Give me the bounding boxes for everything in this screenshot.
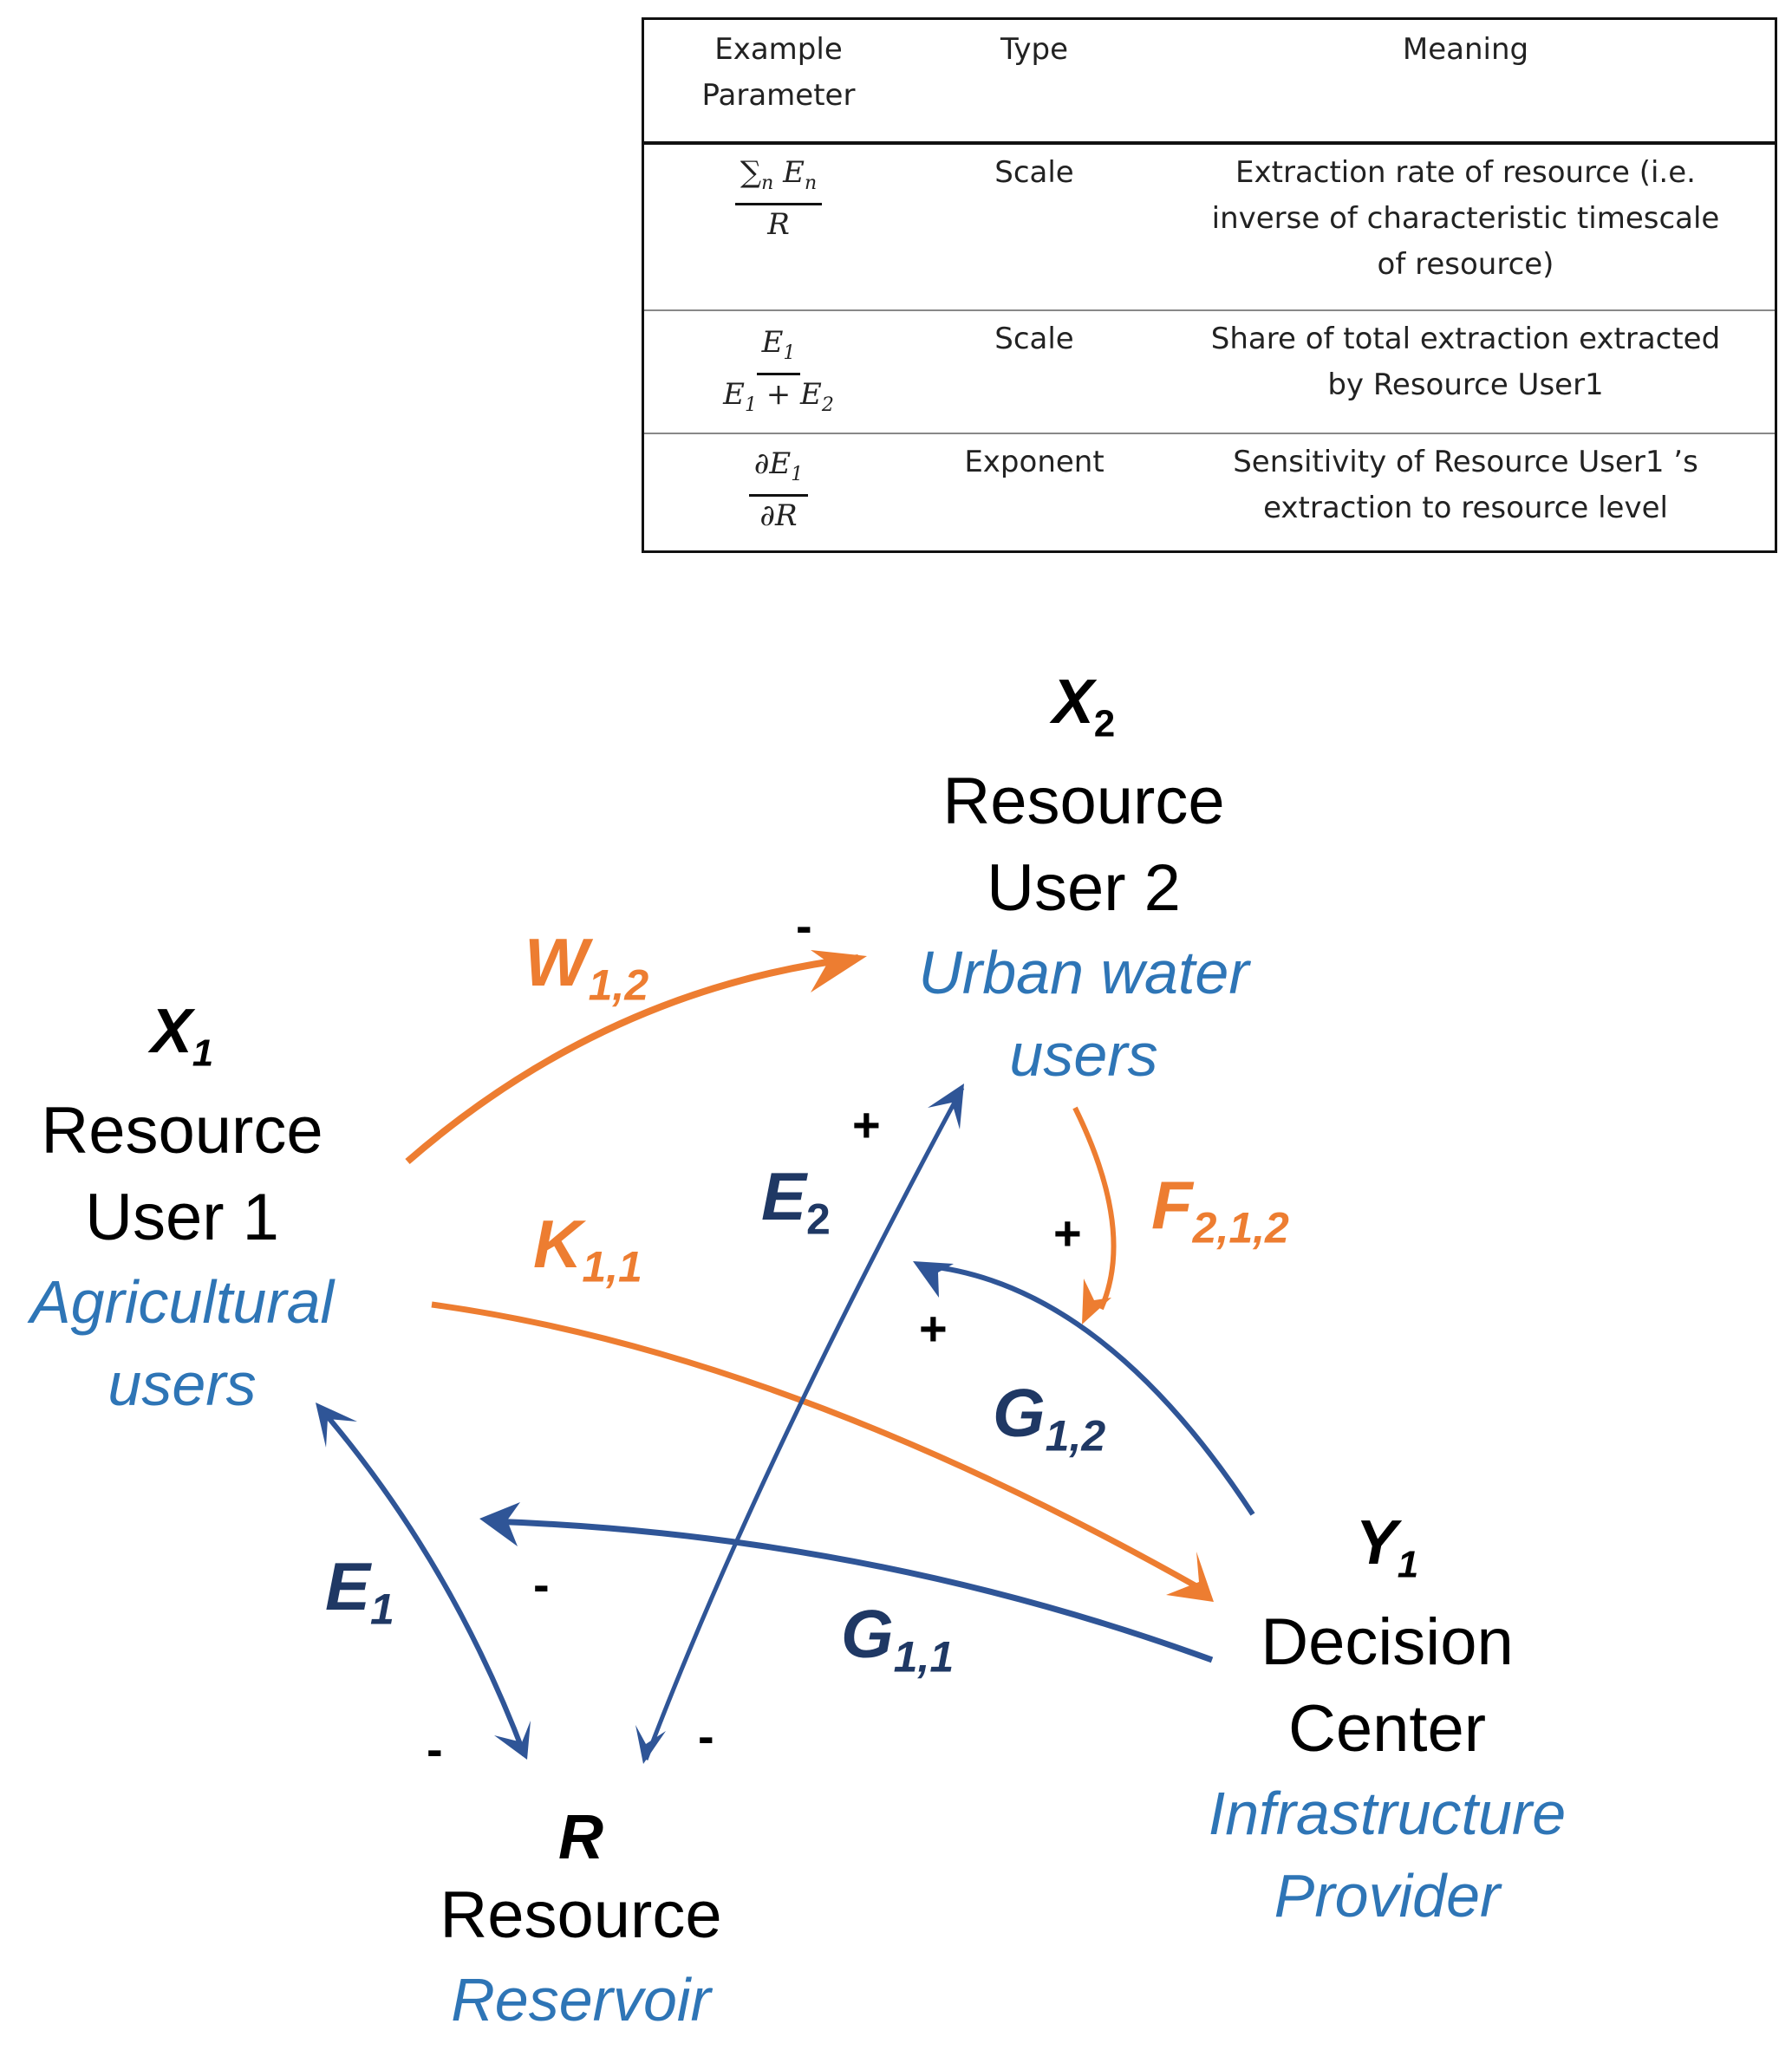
sign-e2-r: - — [698, 1708, 714, 1763]
arrowhead-icon — [1166, 1552, 1214, 1602]
node-description-line: Agricultural — [29, 1268, 335, 1337]
fraction: ∑n En R — [734, 153, 823, 244]
arrowhead-icon — [928, 1084, 964, 1129]
node-name-line: Decision — [1261, 1605, 1514, 1680]
node-y1-decision-center: Y1 Decision Center Infrastructure Provid… — [1179, 1508, 1595, 1937]
sign-e2-x2: + — [852, 1097, 881, 1152]
header-example-parameter: Example Parameter — [644, 27, 913, 119]
subscript: n — [804, 172, 818, 194]
meaning-line: Extraction rate of resource (i.e. — [1235, 155, 1696, 190]
table-header-row: Example Parameter Type Meaning — [644, 20, 1775, 145]
meaning-line: by Resource User1 — [1327, 368, 1604, 402]
edge-label-w12: W1,2 — [525, 924, 649, 1010]
arrowhead-icon — [479, 1502, 520, 1546]
node-x2-resource-user-2: X2 Resource User 2 Urban water users — [884, 667, 1283, 1097]
edge-k11-arrow — [431, 1301, 1198, 1590]
edge-label-e2: E2 — [761, 1158, 831, 1244]
meaning-cell: Share of total extraction extracted by R… — [1156, 316, 1776, 408]
table-row: ∂E1 ∂R Exponent Sensitivity of Resource … — [644, 434, 1775, 551]
type-cell: Scale — [994, 155, 1074, 190]
arrowhead-icon — [494, 1721, 531, 1760]
type-cell: Exponent — [964, 445, 1105, 479]
meaning-line: of resource) — [1377, 247, 1554, 282]
sign-g12: + — [919, 1301, 948, 1356]
plus-operator: + — [756, 376, 801, 412]
fraction: ∂E1 ∂R — [748, 445, 809, 535]
node-symbol: X1 — [150, 997, 214, 1075]
variable: E — [783, 155, 805, 190]
node-description-line: Urban water — [918, 939, 1249, 1007]
node-name-line: Resource — [440, 1878, 722, 1952]
param-formula: E1 E1 + E2 — [644, 320, 913, 425]
node-name-line: User 1 — [85, 1181, 279, 1255]
sign-f212: + — [1053, 1206, 1082, 1260]
arrowhead-icon — [1082, 1279, 1111, 1324]
table-row: E1 E1 + E2 Scale Share of total extracti… — [644, 311, 1775, 434]
edge-label-k11: K1,1 — [533, 1206, 642, 1292]
node-description-line: Provider — [1274, 1862, 1501, 1930]
header-line: Parameter — [701, 78, 856, 113]
meaning-line: Sensitivity of Resource User1 ’s — [1233, 445, 1698, 479]
denominator: R — [767, 206, 790, 242]
edge-label-g11: G1,1 — [841, 1596, 955, 1682]
node-description-line: users — [108, 1350, 257, 1419]
edge-g12-arrow — [922, 1263, 1255, 1516]
edge-g11-arrow — [489, 1518, 1214, 1663]
subscript: 1 — [791, 463, 804, 485]
type-cell: Scale — [994, 322, 1074, 356]
edge-w12-arrow — [405, 954, 859, 1165]
node-name-line: Resource — [41, 1094, 323, 1168]
variable: E — [761, 325, 784, 360]
arrowhead-icon — [811, 950, 867, 992]
variable: E — [723, 376, 745, 412]
meaning-line: Share of total extraction extracted — [1210, 322, 1721, 356]
sum-symbol: ∑ — [740, 155, 762, 190]
param-formula: ∑n En R — [644, 150, 913, 244]
sign-e1-x1: - — [533, 1557, 550, 1611]
meaning-line: inverse of characteristic timescale — [1211, 201, 1720, 236]
edge-label-g12: G1,2 — [993, 1375, 1106, 1461]
header-meaning: Meaning — [1402, 32, 1529, 67]
node-name-line: Resource — [942, 765, 1225, 839]
arrowhead-icon — [635, 1725, 666, 1764]
partial-derivative: ∂E — [753, 446, 792, 481]
arrowhead-icon — [913, 1261, 954, 1298]
table-row: ∑n En R Scale Extraction rate of resourc… — [644, 145, 1775, 311]
fraction: E1 E1 + E2 — [723, 323, 834, 425]
meaning-cell: Extraction rate of resource (i.e. invers… — [1156, 150, 1776, 288]
meaning-cell: Sensitivity of Resource User1 ’s extract… — [1156, 439, 1776, 531]
header-line: Example — [714, 32, 843, 67]
subscript: 1 — [744, 394, 757, 416]
node-description-line: Reservoir — [451, 1966, 711, 2034]
parameter-table: Example Parameter Type Meaning ∑n En R S… — [642, 17, 1777, 553]
meaning-line: extraction to resource level — [1263, 491, 1668, 525]
node-description-line: Infrastructure — [1208, 1780, 1567, 1848]
subscript: n — [761, 172, 774, 194]
edge-e1-arrow — [318, 1407, 527, 1757]
node-name-line: User 2 — [987, 851, 1181, 926]
node-r-resource: R Resource Reservoir — [390, 1803, 772, 2041]
edge-f212-arrow — [1072, 1106, 1117, 1311]
node-symbol: X2 — [1052, 667, 1116, 745]
denominator: ∂R — [759, 498, 798, 533]
edge-label-e1: E1 — [325, 1548, 394, 1634]
sign-e1-r: - — [427, 1721, 443, 1776]
param-formula: ∂E1 ∂R — [644, 441, 913, 535]
sign-w12: - — [796, 898, 812, 953]
node-name-line: Center — [1287, 1692, 1487, 1767]
header-type: Type — [1000, 32, 1069, 67]
edge-e2-arrow — [643, 1086, 965, 1760]
variable: E — [800, 376, 822, 412]
subscript: 2 — [821, 394, 834, 416]
subscript: 1 — [783, 342, 796, 364]
node-description-line: users — [1009, 1021, 1158, 1090]
node-symbol: R — [558, 1803, 603, 1872]
arrowhead-icon — [316, 1402, 357, 1448]
node-x1-resource-user-1: X1 Resource User 1 Agricultural users — [0, 997, 364, 1426]
edge-label-f212: F2,1,2 — [1151, 1167, 1289, 1253]
node-symbol: Y1 — [1355, 1508, 1419, 1586]
